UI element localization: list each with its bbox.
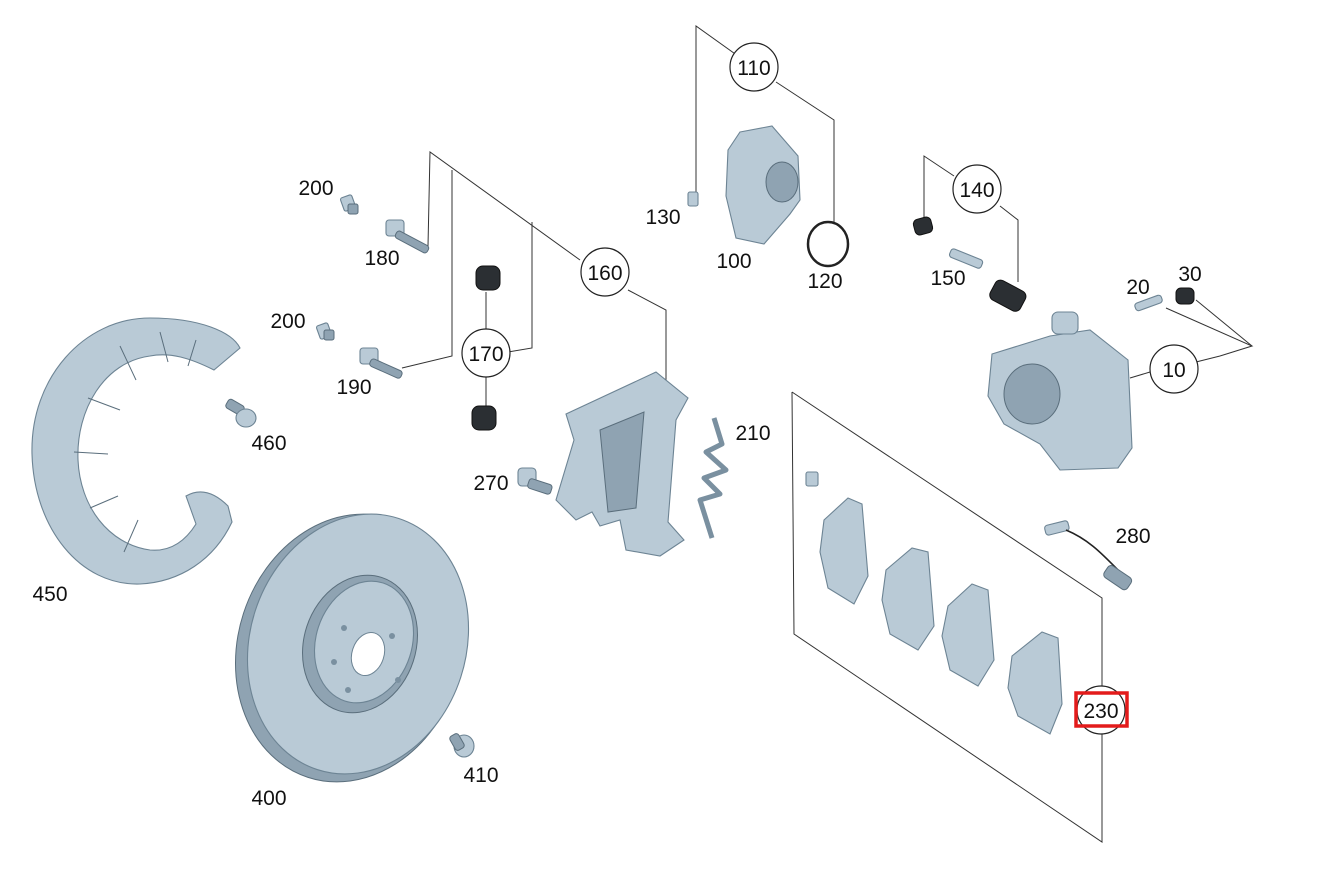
bolt-200-lower: [315, 322, 335, 341]
brake-pads-230: [805, 471, 1063, 735]
callout-circle-10: [1149, 344, 1199, 394]
bolt-130: [687, 191, 699, 207]
callout-circle-170: [461, 328, 511, 378]
bushing-170-lower: [471, 405, 497, 431]
guide-pin-150: [948, 248, 984, 269]
leader-lines: [401, 25, 1254, 843]
label-200-upper: 200: [298, 177, 333, 200]
label-280: 280: [1115, 525, 1150, 548]
bolt-180: [385, 219, 430, 254]
label-130: 130: [645, 206, 680, 229]
label-270: 270: [473, 472, 508, 495]
label-20: 20: [1126, 276, 1149, 299]
label-120: 120: [807, 270, 842, 293]
splash-shield-450: [31, 317, 241, 585]
label-100: 100: [716, 250, 751, 273]
label-190: 190: [336, 376, 371, 399]
bolt-410: [449, 733, 475, 758]
callout-circle-110: [729, 42, 779, 92]
actuator-motor-100: [725, 125, 801, 245]
label-450: 450: [32, 583, 67, 606]
caliper-10: [987, 311, 1133, 471]
bolt-270: [517, 467, 553, 495]
o-ring-120: [806, 220, 850, 268]
label-180: 180: [364, 247, 399, 270]
bolt-200-upper: [339, 194, 359, 215]
highlight-box-230: [1074, 691, 1129, 728]
cap-30: [1175, 287, 1195, 305]
caliper-bracket-160: [555, 371, 689, 557]
label-160: 160: [587, 262, 622, 285]
brake-disc-400: [234, 513, 470, 783]
label-460: 460: [251, 432, 286, 455]
bushing-170-upper: [475, 265, 501, 291]
label-150: 150: [930, 267, 965, 290]
wear-sensor-280: [1044, 520, 1133, 591]
bleeder-screw-20: [1134, 294, 1163, 312]
label-210: 210: [735, 422, 770, 445]
label-170: 170: [468, 343, 503, 366]
callout-circle-140: [952, 164, 1002, 214]
label-410: 410: [463, 764, 498, 787]
spring-clip-210: [697, 417, 729, 539]
label-10: 10: [1162, 359, 1185, 382]
label-140: 140: [959, 179, 994, 202]
callout-circle-160: [580, 247, 630, 297]
bolt-460: [225, 398, 257, 428]
boot-140: [989, 279, 1027, 312]
label-30: 30: [1178, 263, 1201, 286]
seal-140: [912, 216, 934, 236]
label-230: 230: [1083, 700, 1118, 723]
label-110: 110: [737, 57, 770, 80]
label-400: 400: [251, 787, 286, 810]
bolt-190: [359, 347, 403, 379]
label-200-lower: 200: [270, 310, 305, 333]
